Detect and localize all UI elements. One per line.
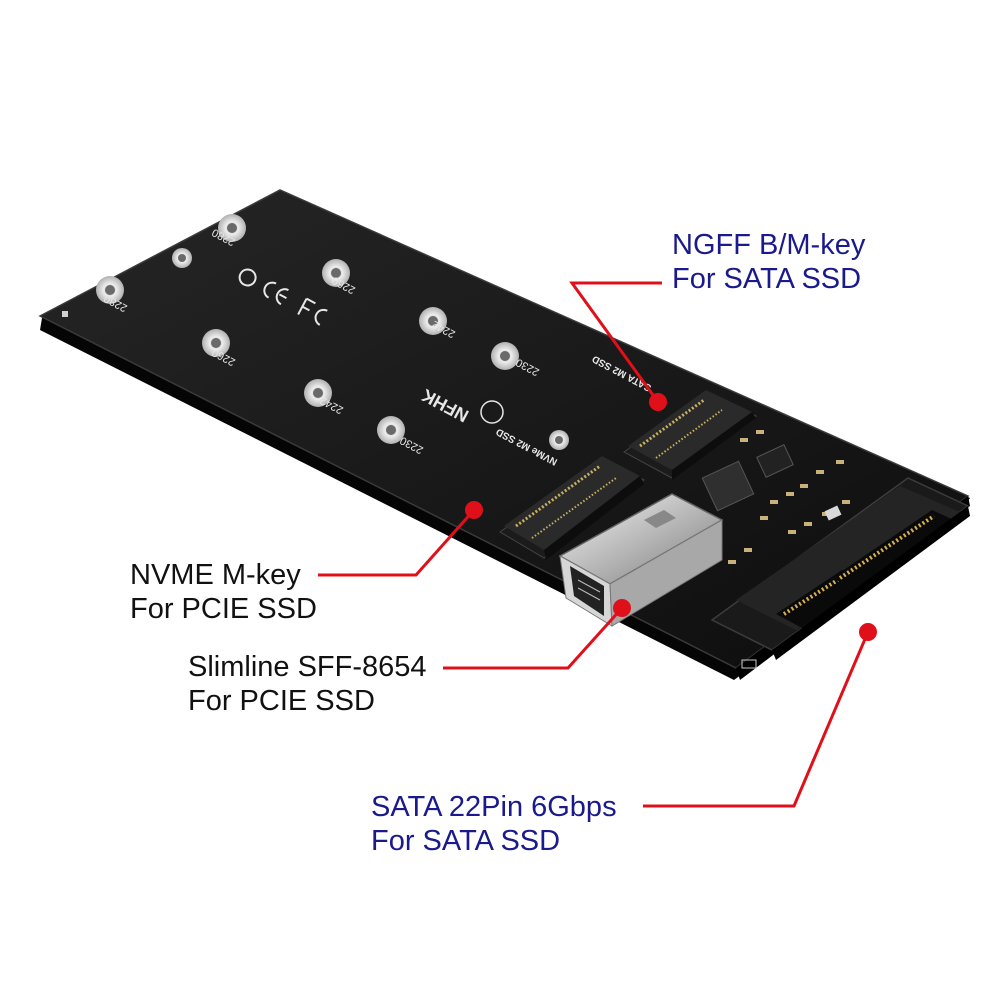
- leader-dot-slimline: [613, 599, 631, 617]
- sata-22pin-connector: [710, 477, 970, 660]
- certification-marks: [238, 268, 328, 326]
- callout-ngff-line1: NGFF B/M-key: [672, 229, 866, 261]
- standoff-hole: [218, 214, 246, 242]
- standoff-hole: [202, 329, 230, 357]
- ngff-bm-key-slot: [623, 390, 757, 480]
- callout-sata: SATA 22Pin 6Gbps For SATA SSD: [371, 790, 617, 858]
- ic-chip: [756, 444, 794, 478]
- leader-dots: [465, 393, 877, 641]
- standoff-hole: [549, 430, 569, 450]
- brand-logo: [480, 400, 504, 424]
- standoff-hole: [419, 307, 447, 335]
- callout-sata-line1: SATA 22Pin 6Gbps: [371, 791, 617, 823]
- components: [701, 430, 850, 669]
- leader-dot-ngff: [649, 393, 667, 411]
- standoff-holes: [62, 214, 569, 450]
- leader-dot-sata: [859, 623, 877, 641]
- leader-lines: [318, 281, 870, 808]
- standoff-hole: [96, 276, 124, 304]
- standoff-hole: [304, 379, 332, 407]
- leader-ngff: [569, 281, 662, 403]
- callout-slimline-line2: For PCIE SSD: [188, 685, 375, 717]
- standoff-hole: [491, 342, 519, 370]
- standoff-hole: [377, 416, 405, 444]
- inductor: [701, 460, 755, 512]
- standoff-hole: [322, 259, 350, 287]
- leader-slimline: [443, 606, 624, 670]
- callout-nvme: NVME M-key For PCIE SSD: [130, 558, 317, 626]
- standoff-hole: [172, 248, 192, 268]
- leader-nvme: [318, 509, 476, 577]
- corner-marker: [62, 311, 68, 317]
- callout-slimline-line1: Slimline SFF-8654: [188, 651, 427, 683]
- nvme-m-key-slot: [499, 456, 645, 560]
- callout-sata-line2: For SATA SSD: [371, 825, 561, 857]
- slimline-sff8654-connector: [558, 493, 724, 627]
- leader-dot-nvme: [465, 501, 483, 519]
- callout-nvme-line2: For PCIE SSD: [130, 593, 317, 625]
- callout-ngff: NGFF B/M-key For SATA SSD: [672, 228, 865, 296]
- callout-slimline: Slimline SFF-8654 For PCIE SSD: [188, 650, 427, 718]
- callout-ngff-line2: For SATA SSD: [672, 263, 862, 295]
- leader-sata: [643, 631, 870, 808]
- callout-nvme-line1: NVME M-key: [130, 559, 301, 591]
